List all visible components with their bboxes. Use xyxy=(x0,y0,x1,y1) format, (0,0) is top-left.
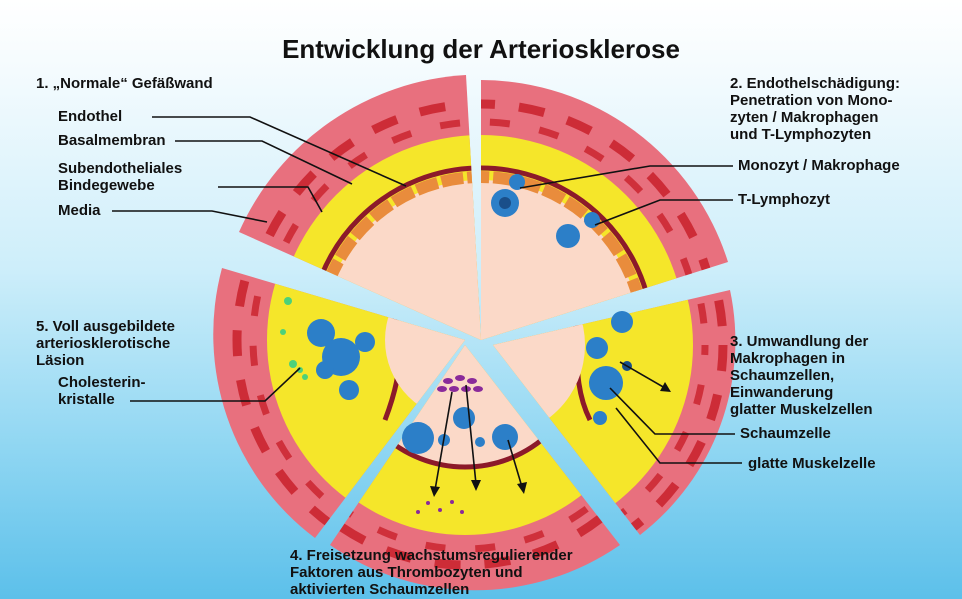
label-tlymphozyt: T-Lymphozyt xyxy=(738,191,830,208)
label-cholesterin: Cholesterin- kristalle xyxy=(58,374,146,408)
label-monozyt: Monozyt / Makrophage xyxy=(738,157,900,174)
label-basalmembran: Basalmembran xyxy=(58,132,166,149)
label-endothel: Endothel xyxy=(58,108,122,125)
stage-1-label: 1. „Normale“ Gefäßwand xyxy=(36,75,213,92)
label-media: Media xyxy=(58,202,101,219)
label-subendothel: Subendotheliales Bindegewebe xyxy=(58,160,182,194)
stage-3-label: 3. Umwandlung der Makrophagen in Schaumz… xyxy=(730,333,873,418)
stage-4-label: 4. Freisetzung wachstumsregulierender Fa… xyxy=(290,547,573,598)
label-schaumzelle: Schaumzelle xyxy=(740,425,831,442)
stage-5-label: 5. Voll ausgebildete arteriosklerotische… xyxy=(36,318,175,369)
label-muskelzelle: glatte Muskelzelle xyxy=(748,455,876,472)
stage-2-label: 2. Endothelschädigung: Penetration von M… xyxy=(730,75,900,143)
leader-media xyxy=(112,211,267,222)
foam-cell xyxy=(589,366,623,400)
